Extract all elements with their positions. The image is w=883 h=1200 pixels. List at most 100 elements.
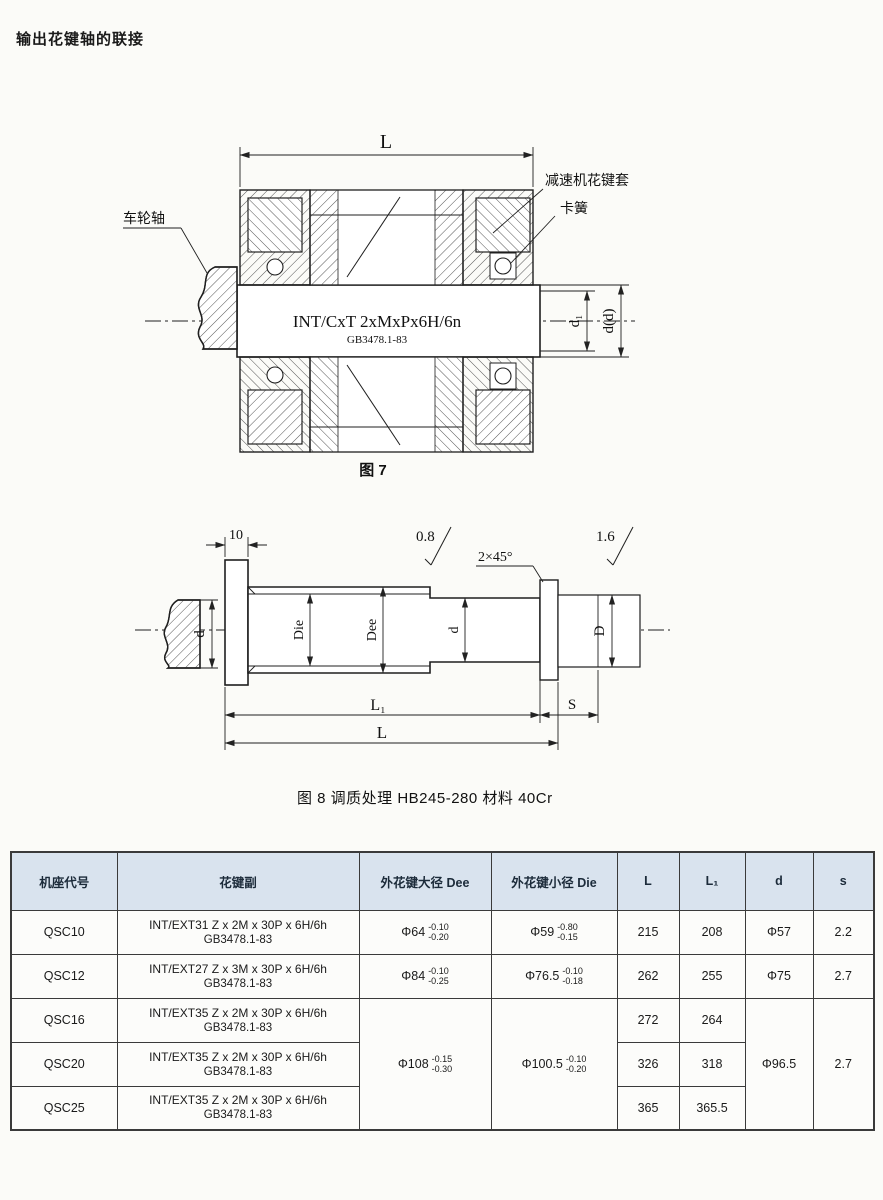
dim-label-dd: d(d) — [601, 309, 617, 334]
spline-spec: INT/EXT35 Z x 2M x 30P x 6H/6h — [149, 1005, 327, 1020]
dim-label-Die: Die — [292, 620, 307, 640]
tolerance-upper: -0.10 — [428, 922, 449, 932]
page-title: 输出花键轴的联接 — [16, 31, 145, 48]
finish-label-0-8: 0.8 — [416, 529, 435, 545]
tolerance-lower: -0.18 — [562, 976, 583, 986]
tolerance-lower: -0.15 — [557, 932, 578, 942]
col-header-d: d — [744, 851, 814, 911]
roughness-mark-1-6 — [612, 526, 634, 566]
tolerance-lower: -0.25 — [428, 976, 449, 986]
cell-L: 215 — [616, 909, 680, 955]
sleeve-leader-line — [492, 188, 544, 234]
tolerance-upper: -0.10 — [428, 966, 449, 976]
table-row: QSC10 INT/EXT31 Z x 2M x 30P x 6H/6h GB3… — [10, 909, 875, 955]
dim-label-Dee: Dee — [365, 619, 380, 642]
label-reducer-spline-sleeve: 减速机花键套 — [545, 172, 629, 188]
axle-leader-line — [180, 227, 208, 274]
figure8-drawing: 10 0.8 2×45° 1.6 d Die Dee d D L₁ S L — [135, 526, 670, 750]
spline-spec: INT/EXT35 Z x 2M x 30P x 6H/6h — [149, 1049, 327, 1064]
cell-s-merged: 2.7 — [812, 997, 875, 1131]
table-header-row: 机座代号 花键副 外花键大径 Dee 外花键小径 Die L L₁ d s — [10, 851, 875, 911]
tolerance-upper: -0.10 — [565, 1053, 587, 1064]
figure8-caption: 图 8 调质处理 HB245-280 材料 40Cr — [297, 790, 553, 807]
tolerance-upper: -0.10 — [562, 966, 583, 976]
col-header-s: s — [812, 851, 875, 911]
cell-spline: INT/EXT35 Z x 2M x 30P x 6H/6h GB3478.1-… — [116, 997, 360, 1043]
col-header-L1: L₁ — [678, 851, 746, 911]
col-header-die: 外花键小径 Die — [490, 851, 618, 911]
cell-dee: Φ84-0.10-0.25 — [358, 953, 492, 999]
cell-dee: Φ64-0.10-0.20 — [358, 909, 492, 955]
cell-s: 2.2 — [812, 909, 875, 955]
cell-L1: 365.5 — [678, 1085, 746, 1131]
figure7-drawing: L 减速机花键套 卡簧 车轮轴 INT/CxT 2xMxPx6H/6n GB34… — [123, 131, 635, 479]
dim-label-d-mid: d — [447, 627, 462, 634]
tolerance-lower: -0.20 — [565, 1063, 587, 1074]
finish-label-1-6: 1.6 — [596, 529, 615, 545]
col-header-dee: 外花键大径 Dee — [358, 851, 492, 911]
col-header-L: L — [616, 851, 680, 911]
cell-code: QSC20 — [10, 1041, 118, 1087]
cell-d: Φ57 — [744, 909, 814, 955]
spline-spec: INT/EXT31 Z x 2M x 30P x 6H/6h — [149, 917, 327, 932]
tolerance-upper: -0.15 — [431, 1053, 453, 1064]
cell-L: 262 — [616, 953, 680, 999]
cell-spline: INT/EXT27 Z x 3M x 30P x 6H/6h GB3478.1-… — [116, 953, 360, 999]
dia-value: Φ100.5 — [521, 1056, 563, 1071]
cell-die: Φ59-0.80-0.15 — [490, 909, 618, 955]
dim-label-d1: d₁ — [567, 315, 583, 328]
table-row: QSC16 INT/EXT35 Z x 2M x 30P x 6H/6h GB3… — [10, 997, 875, 1131]
spline-standard: GB3478.1-83 — [203, 1021, 273, 1034]
cell-L1: 264 — [678, 997, 746, 1043]
cell-L1: 255 — [678, 953, 746, 999]
tolerance-upper: -0.80 — [557, 922, 578, 932]
cell-dee-merged: Φ108-0.15-0.30 — [358, 997, 492, 1131]
cell-L: 326 — [616, 1041, 680, 1087]
cell-die-merged: Φ100.5-0.10-0.20 — [490, 997, 618, 1131]
circlip-leader-line — [510, 215, 556, 264]
cell-d-merged: Φ96.5 — [744, 997, 814, 1131]
chamfer-label: 2×45° — [478, 550, 513, 565]
dia-value: Φ59 — [530, 925, 555, 939]
spline-standard: GB3478.1-83 — [203, 1065, 273, 1078]
figure7-geometry — [123, 147, 635, 453]
dia-value: Φ64 — [401, 925, 426, 939]
cell-die: Φ76.5-0.10-0.18 — [490, 953, 618, 999]
cell-code: QSC16 — [10, 997, 118, 1043]
dim-label-D: D — [592, 625, 608, 636]
dim-label-L: L — [377, 723, 387, 742]
spec-table: 机座代号 花键副 外花键大径 Dee 外花键小径 Die L L₁ d s QS… — [10, 851, 875, 1131]
shaft-standard: GB3478.1-83 — [347, 334, 408, 346]
cell-d: Φ75 — [744, 953, 814, 999]
spline-spec: INT/EXT35 Z x 2M x 30P x 6H/6h — [149, 1093, 327, 1108]
dia-value: Φ84 — [401, 969, 426, 983]
spline-spec: INT/EXT27 Z x 3M x 30P x 6H/6h — [149, 961, 327, 976]
label-wheel-axle: 车轮轴 — [123, 210, 165, 226]
cell-code: QSC25 — [10, 1085, 118, 1131]
label-circlip: 卡簧 — [560, 200, 588, 216]
cell-code: QSC10 — [10, 909, 118, 955]
table-row: QSC12 INT/EXT27 Z x 3M x 30P x 6H/6h GB3… — [10, 953, 875, 999]
spline-standard: GB3478.1-83 — [203, 933, 273, 946]
cell-s: 2.7 — [812, 953, 875, 999]
figure8-geometry — [135, 526, 670, 750]
cell-L1: 318 — [678, 1041, 746, 1087]
cell-L: 272 — [616, 997, 680, 1043]
tolerance-lower: -0.30 — [431, 1063, 453, 1074]
tolerance-lower: -0.20 — [428, 932, 449, 942]
dim-label-L1: L₁ — [370, 697, 385, 714]
cell-spline: INT/EXT35 Z x 2M x 30P x 6H/6h GB3478.1-… — [116, 1085, 360, 1131]
cell-L: 365 — [616, 1085, 680, 1131]
table-row: QSC20 INT/EXT35 Z x 2M x 30P x 6H/6h GB3… — [10, 1041, 874, 1087]
roughness-mark-0-8 — [430, 526, 452, 566]
dia-value: Φ108 — [397, 1056, 429, 1071]
shaft-marking: INT/CxT 2xMxPx6H/6n — [293, 312, 462, 331]
col-header-code: 机座代号 — [10, 851, 118, 911]
cell-L1: 208 — [678, 909, 746, 955]
figure7-caption: 图 7 — [359, 462, 387, 479]
chamfer-leader-line — [532, 565, 544, 583]
dim-label-S: S — [568, 697, 576, 713]
dim-label-L: L — [380, 131, 392, 153]
dim-label-10: 10 — [229, 528, 243, 543]
